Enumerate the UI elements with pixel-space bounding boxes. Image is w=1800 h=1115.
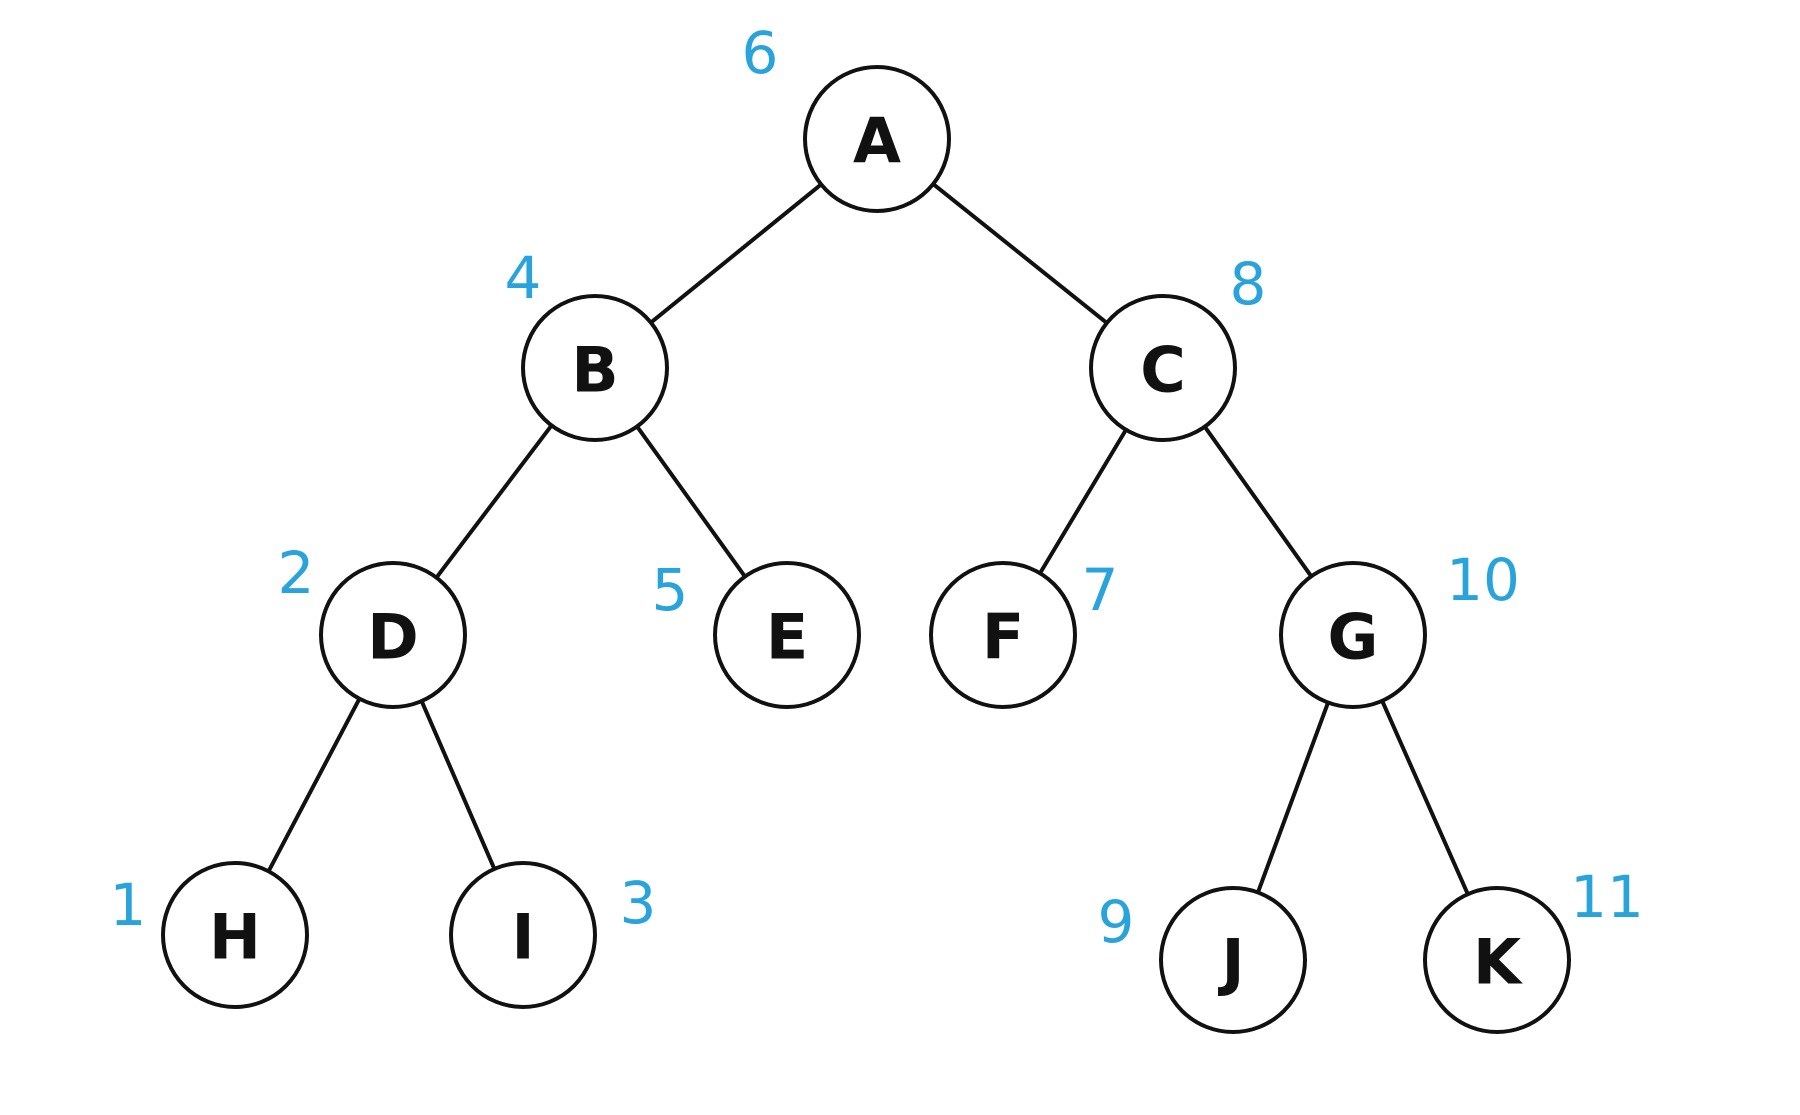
order-label-k: 11 [1570,863,1644,931]
node-label-c: C [1140,334,1186,407]
node-i: I [449,861,597,1009]
edge-a-b [648,182,824,325]
edge-g-j [1255,700,1331,895]
order-label-g: 10 [1446,546,1520,614]
node-d: D [319,561,467,709]
node-label-g: G [1328,601,1379,674]
node-j: J [1159,886,1307,1034]
node-circle-g [1279,561,1427,709]
node-circle-i [449,861,597,1009]
node-label-f: F [982,601,1024,674]
node-circle-a [803,65,951,213]
node-circle-e [713,561,861,709]
node-circle-b [521,294,669,442]
node-label-a: A [853,105,901,178]
node-circle-h [161,861,309,1009]
order-label-e: 5 [652,556,689,624]
node-k: K [1423,886,1571,1034]
order-label-f: 7 [1082,556,1119,624]
edge-d-i [419,699,497,871]
node-label-d: D [367,601,418,674]
node-circle-c [1089,294,1237,442]
edge-c-f [1038,427,1128,576]
order-label-j: 9 [1098,888,1135,956]
order-label-c: 8 [1230,250,1267,318]
order-label-i: 3 [620,869,657,937]
edge-g-k [1380,698,1470,897]
edge-b-e [635,424,747,579]
order-label-b: 4 [505,244,542,312]
node-c: C [1089,294,1237,442]
edge-a-c [931,182,1109,325]
node-label-h: H [209,901,261,974]
node-b: B [521,294,669,442]
node-g: G [1279,561,1427,709]
node-circle-j [1159,886,1307,1034]
order-label-h: 1 [110,871,147,939]
order-label-d: 2 [278,539,315,607]
order-label-a: 6 [742,19,779,87]
node-a: A [803,65,951,213]
node-label-j: J [1217,926,1244,999]
node-h: H [161,861,309,1009]
node-circle-d [319,561,467,709]
node-circle-f [929,561,1077,709]
edges-layer [266,182,1470,897]
edge-d-h [266,696,362,874]
node-label-b: B [571,334,618,407]
nodes-layer: A B C D E F G H I J K [161,65,1571,1034]
edge-b-d [434,423,554,580]
node-label-k: K [1473,926,1523,999]
node-e: E [713,561,861,709]
edge-c-g [1202,424,1314,579]
node-label-e: E [766,601,808,674]
node-circle-k [1423,886,1571,1034]
node-label-i: I [511,901,534,974]
node-f: F [929,561,1077,709]
